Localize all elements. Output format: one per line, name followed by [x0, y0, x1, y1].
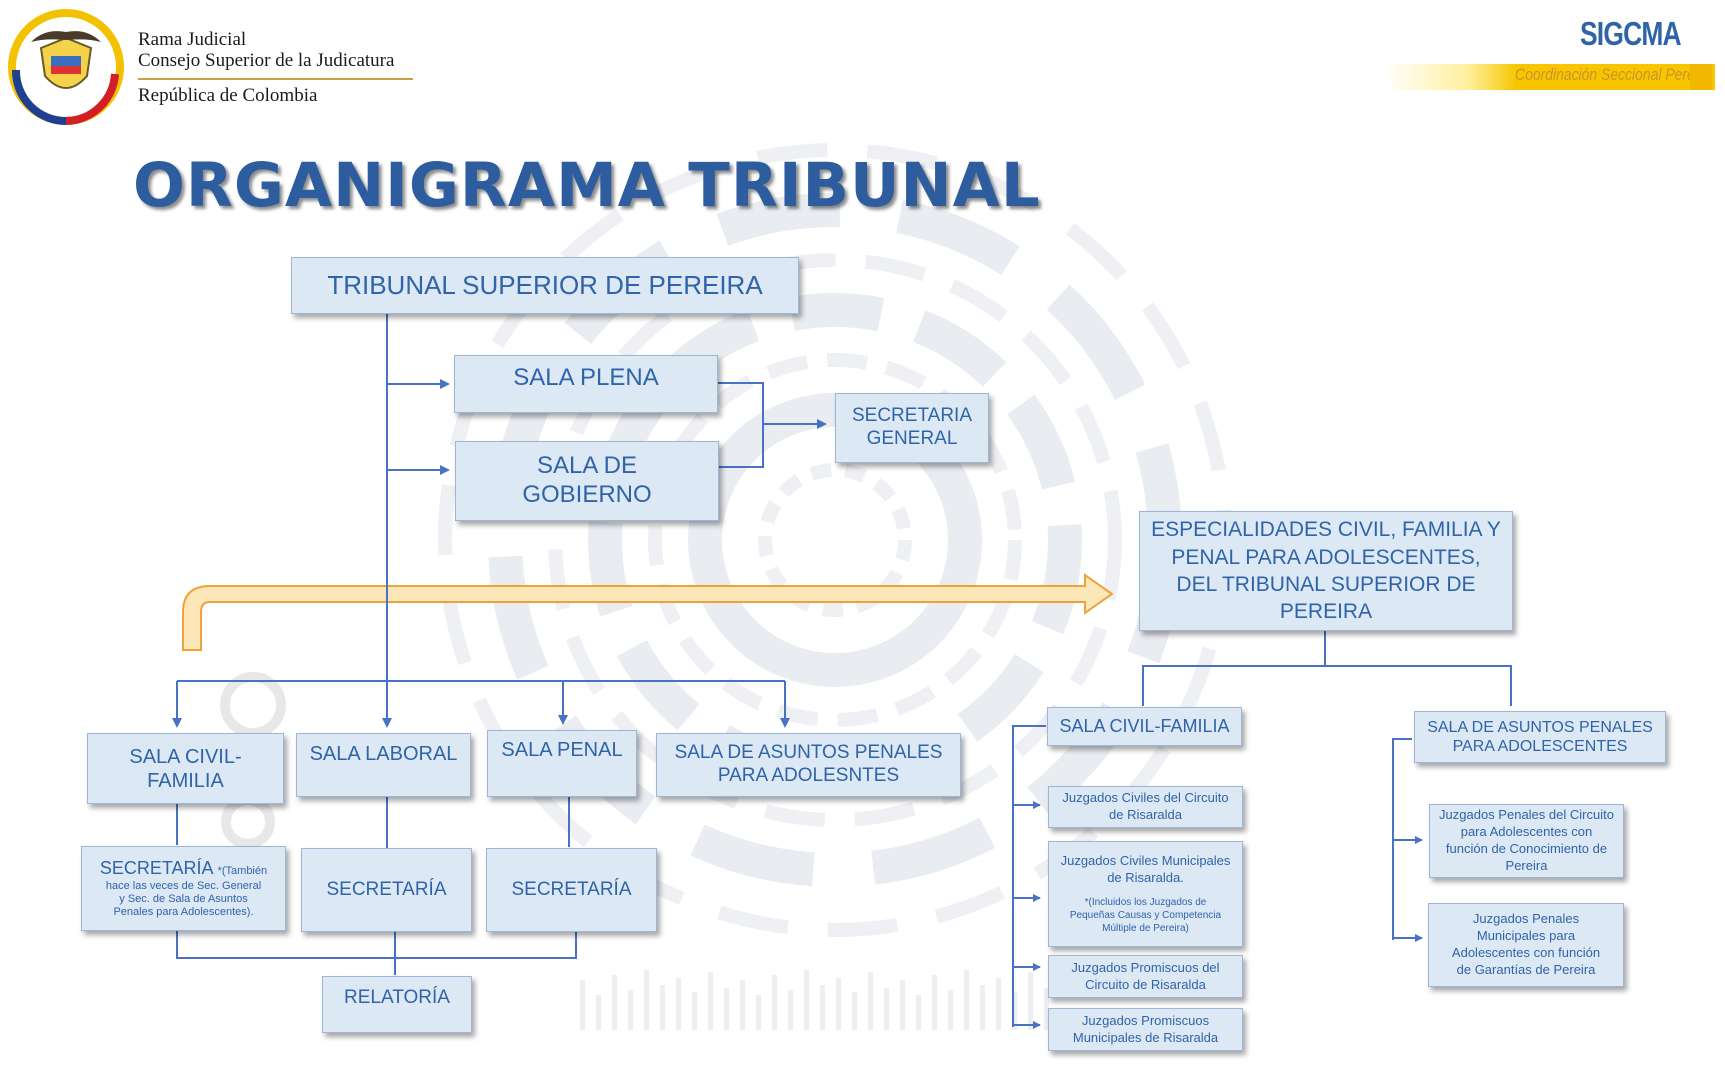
node-juzgados-civiles-municipales: Juzgados Civiles Municipales de Risarald…	[1048, 841, 1243, 947]
node-sala-civil-familia: SALA CIVIL- FAMILIA	[87, 733, 284, 804]
node-relatoria-label: RELATORÍA	[344, 987, 450, 1008]
node-sala-civil-familia-label-2: FAMILIA	[147, 769, 224, 792]
node-especialidades-label-1: ESPECIALIDADES CIVIL, FAMILIA Y	[1151, 518, 1501, 542]
node-esp-sala-civil-familia: SALA CIVIL-FAMILIA	[1047, 707, 1242, 746]
node-relatoria: RELATORÍA	[322, 976, 472, 1033]
node-secretaria-laboral-label: SECRETARÍA	[326, 878, 447, 900]
juzgados-penales-circuito-label-1: Juzgados Penales del Circuito	[1439, 807, 1614, 823]
secretaria-civil-main-line: SECRETARÍA *(También	[100, 858, 267, 880]
juzgados-civiles-municipales-label-2: de Risaralda.	[1107, 869, 1184, 885]
node-secretaria-general-label-1: SECRETARIA	[851, 405, 972, 427]
node-esp-sala-asuntos-penales: SALA DE ASUNTOS PENALES PARA ADOLESCENTE…	[1414, 711, 1666, 763]
org-name-line2: Consejo Superior de la Judicatura	[138, 50, 395, 71]
secretaria-civil-label: SECRETARÍA	[99, 857, 213, 878]
node-secretaria-general-label-2: GENERAL	[866, 428, 958, 449]
org-name-divider	[138, 78, 413, 80]
node-sala-gobierno: SALA DE GOBIERNO	[455, 441, 719, 521]
node-sala-laboral-label: SALA LABORAL	[309, 743, 458, 765]
juzgados-promiscuos-municipales-label-2: Municipales de Risaralda	[1072, 1029, 1219, 1045]
orange-flow-arrow	[182, 573, 1114, 651]
juzgados-civiles-municipales-note-2: Pequeñas Causas y Competencia	[1069, 910, 1222, 922]
coordinacion-band	[1385, 64, 1715, 90]
node-sala-penal-label: SALA PENAL	[501, 739, 623, 761]
node-juzgados-penales-circuito-adolescentes: Juzgados Penales del Circuito para Adole…	[1429, 804, 1624, 878]
node-tribunal-superior-label: TRIBUNAL SUPERIOR DE PEREIRA	[327, 269, 763, 300]
node-especialidades-label-3: DEL TRIBUNAL SUPERIOR DE	[1176, 573, 1476, 596]
juzgados-civiles-circuito-label-2: de Risaralda	[1109, 807, 1182, 822]
node-esp-sala-asuntos-penales-label-2: PARA ADOLESCENTES	[1452, 738, 1628, 755]
node-secretaria-penal-label: SECRETARÍA	[511, 878, 632, 900]
juzgados-penales-municipales-label-3: Adolescentes con función	[1451, 945, 1601, 960]
node-secretaria-laboral: SECRETARÍA	[301, 848, 472, 932]
node-sala-asuntos-penales: SALA DE ASUNTOS PENALES PARA ADOLESNTES	[656, 733, 961, 797]
node-especialidades-label-4: PEREIRA	[1279, 600, 1373, 624]
node-juzgados-promiscuos-circuito: Juzgados Promiscuos del Circuito de Risa…	[1048, 955, 1243, 998]
node-juzgados-penales-municipales-adolescentes: Juzgados Penales Municipales para Adoles…	[1428, 903, 1624, 987]
node-sala-plena: SALA PLENA	[454, 355, 718, 413]
juzgados-civiles-circuito-label-1: Juzgados Civiles del Circuito	[1062, 790, 1229, 806]
page-title: ORGANIGRAMA TRIBUNAL	[133, 150, 1041, 221]
rama-judicial-logo	[8, 9, 124, 125]
node-secretaria-civil-familia: SECRETARÍA *(También hace las veces de S…	[81, 846, 286, 931]
coordinacion-band-end	[1690, 64, 1712, 90]
secretaria-civil-note-c: y Sec. de Sala de Asuntos	[119, 892, 248, 905]
juzgados-penales-municipales-label-2: Municipales para	[1476, 928, 1576, 944]
juzgados-penales-circuito-label-3: función de Conocimiento de	[1445, 841, 1608, 856]
node-secretaria-penal: SECRETARÍA	[486, 848, 657, 932]
juzgados-penales-circuito-label-2: para Adolescentes con	[1460, 824, 1593, 840]
org-name-line3: República de Colombia	[138, 85, 318, 106]
juzgados-penales-circuito-label-4: Pereira	[1505, 857, 1548, 873]
sigcma-logo-text: SIGCMA	[1580, 15, 1682, 52]
juzgados-penales-municipales-label-4: de Garantías de Pereira	[1456, 961, 1596, 977]
coordinacion-label: Coordinación Seccional Pereira	[1515, 65, 1711, 84]
node-secretaria-general: SECRETARIA GENERAL	[835, 393, 989, 463]
org-name-line1: Rama Judicial	[138, 29, 247, 50]
node-sala-laboral: SALA LABORAL	[296, 733, 471, 797]
juzgados-promiscuos-municipales-label-1: Juzgados Promiscuos	[1081, 1012, 1210, 1028]
node-sala-penal: SALA PENAL	[487, 730, 637, 797]
node-especialidades: ESPECIALIDADES CIVIL, FAMILIA Y PENAL PA…	[1139, 511, 1513, 631]
node-sala-civil-familia-label-1: SALA CIVIL-	[129, 745, 242, 768]
node-juzgados-promiscuos-municipales: Juzgados Promiscuos Municipales de Risar…	[1048, 1008, 1243, 1051]
node-esp-sala-asuntos-penales-label-1: SALA DE ASUNTOS PENALES	[1427, 718, 1653, 736]
juzgados-civiles-municipales-label-1: Juzgados Civiles Municipales	[1060, 852, 1231, 868]
juzgados-penales-municipales-label-1: Juzgados Penales	[1472, 911, 1580, 927]
juzgados-promiscuos-circuito-label-1: Juzgados Promiscuos del	[1071, 959, 1220, 975]
juzgados-promiscuos-circuito-label-2: Circuito de Risaralda	[1085, 976, 1206, 992]
node-sala-plena-label: SALA PLENA	[513, 364, 659, 391]
juzgados-civiles-municipales-note-1: *(Incluidos los Juzgados de	[1084, 897, 1207, 909]
node-especialidades-label-2: PENAL PARA ADOLESCENTES,	[1171, 545, 1481, 569]
secretaria-civil-note-b: hace las veces de Sec. General	[105, 879, 262, 892]
node-tribunal-superior: TRIBUNAL SUPERIOR DE PEREIRA	[291, 257, 799, 314]
node-sala-gobierno-label-2: GOBIERNO	[522, 481, 652, 508]
node-sala-asuntos-penales-label-1: SALA DE ASUNTOS PENALES	[674, 742, 943, 764]
secretaria-civil-note-d: Penales para Adolescentes).	[113, 905, 254, 918]
secretaria-civil-note-a: *(También	[217, 864, 268, 877]
node-esp-sala-civil-familia-label: SALA CIVIL-FAMILIA	[1059, 715, 1230, 736]
node-juzgados-civiles-circuito: Juzgados Civiles del Circuito de Risaral…	[1048, 786, 1243, 828]
juzgados-civiles-municipales-note: *(Incluidos los Juzgados de Pequeñas Cau…	[1070, 896, 1221, 935]
juzgados-civiles-municipales-note-3: Múltiple de Pereira)	[1102, 923, 1189, 935]
node-sala-gobierno-label-1: SALA DE	[536, 452, 638, 480]
node-sala-asuntos-penales-label-2: PARA ADOLESNTES	[717, 765, 900, 786]
